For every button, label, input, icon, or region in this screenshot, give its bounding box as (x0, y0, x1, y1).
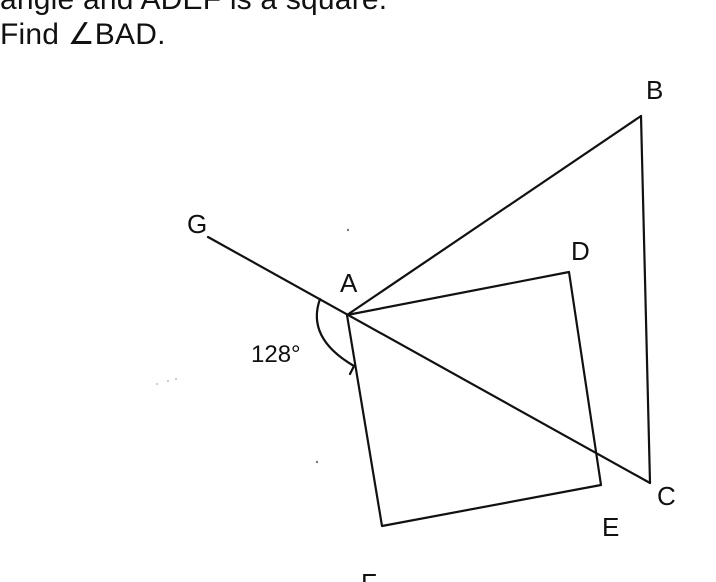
point-label-d: D (571, 236, 590, 266)
point-label-c: C (657, 481, 676, 511)
square-adef (345, 270, 603, 528)
angle-arc-tick (348, 364, 356, 376)
speck (315, 460, 319, 464)
point-label-a: A (340, 268, 358, 298)
point-label-e: E (602, 512, 619, 542)
angle-value-label: 128° (251, 341, 301, 368)
point-label-g: G (187, 209, 207, 239)
speck (346, 228, 350, 232)
point-label-f: F (361, 568, 377, 582)
speck (156, 383, 158, 385)
problem-statement-line: angle and ADEF is a square. (0, 0, 387, 15)
angle-arc (315, 297, 356, 368)
segment-bc (639, 114, 652, 485)
problem-question: Find ∠BAD. (0, 18, 166, 51)
speck (167, 380, 169, 382)
point-label-b: B (646, 75, 663, 105)
line-gc (206, 235, 652, 485)
speck (175, 378, 177, 380)
segment-ab (345, 114, 643, 317)
